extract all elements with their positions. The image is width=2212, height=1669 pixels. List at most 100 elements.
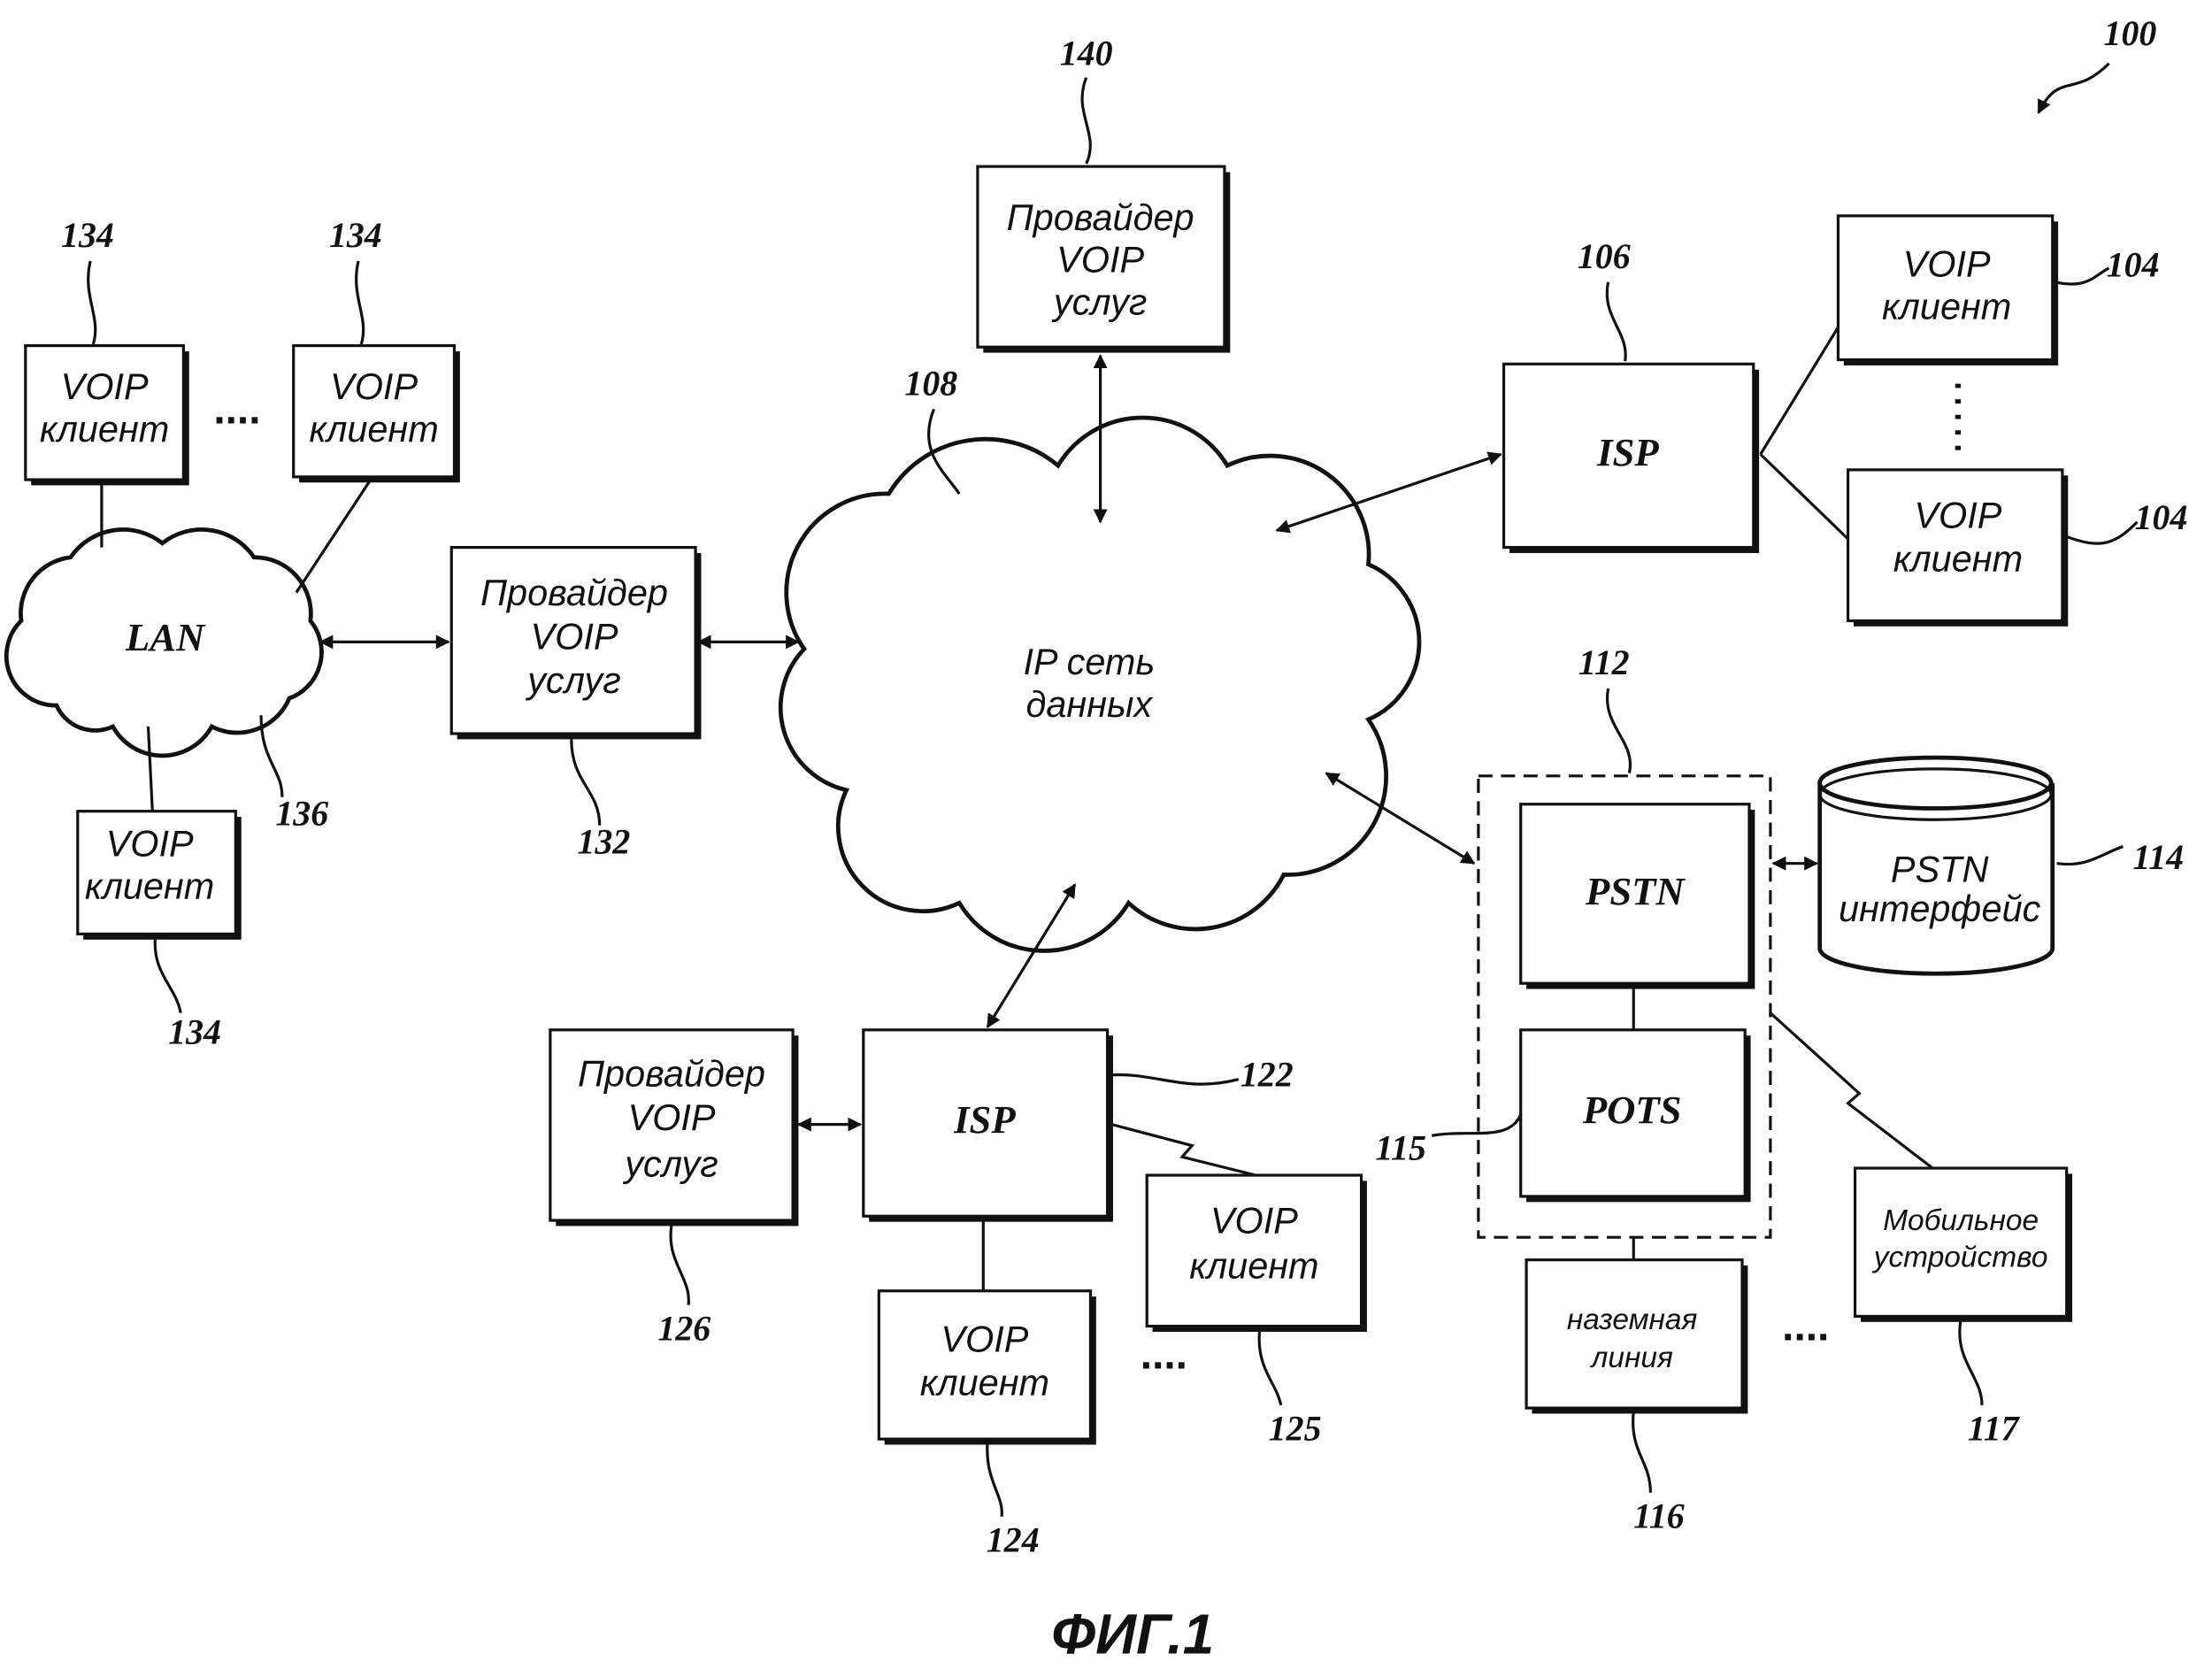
leader [87,260,97,345]
leader [2055,266,2110,286]
ref-122: 122 [1240,1055,1294,1095]
node-label: услуг [525,659,621,701]
leader [1605,281,1627,362]
lan-label: LAN [125,615,206,659]
ref-114: 114 [2133,837,2185,877]
cloud-label: данных [1025,683,1153,725]
voip-client-104-a: VOIP клиент [1836,214,2059,365]
node-label: услуг [1051,281,1148,323]
voip-client-125: VOIP клиент [1145,1173,1367,1332]
voip-provider-126: Провайдер VOIP услуг [549,1028,799,1227]
node-label: интерфейс [1839,888,2041,929]
node-label: POTS [1582,1088,1682,1132]
leader [1632,1411,1652,1493]
leader [2064,520,2139,545]
node-label: VOIP [61,365,149,407]
ref-100: 100 [2104,13,2157,53]
ref-140: 140 [1060,33,1113,73]
link-arrow [1325,772,1476,865]
leader [669,1224,690,1305]
link [295,475,374,594]
ref-136: 136 [275,794,328,834]
leader [355,260,365,345]
voip-client-134-b: VOIP клиент [292,343,460,483]
cloud-label: IP сеть [1024,641,1156,682]
node-label: линия [1589,1342,1673,1374]
voip-provider-140: Провайдер VOIP услуг [976,165,1231,353]
wireless-link [1110,1123,1256,1177]
ref-100-arrow [2037,62,2110,114]
leader [153,938,182,1013]
leader [1605,688,1632,773]
ref-134: 134 [329,215,382,255]
ellipsis: .... [1782,1304,1829,1350]
node-label: клиент [1882,285,2011,327]
node-label: PSTN [1891,848,1989,889]
link [146,726,154,811]
link-arrow [1275,451,1502,534]
node-label: VOIP [1914,494,2001,535]
link [1759,453,1849,541]
leader [986,1442,1003,1518]
leader [1257,1328,1283,1406]
ref-108: 108 [904,363,957,403]
node-label: клиент [1189,1244,1318,1286]
ref-104: 104 [2135,497,2188,537]
ref-126: 126 [657,1309,710,1349]
ref-104: 104 [2107,244,2160,284]
node-label: услуг [622,1143,718,1185]
ref-132: 132 [578,822,631,862]
pots-box: POTS [1519,1028,1751,1203]
leader [1110,1073,1240,1086]
node-label: Мобильное [1883,1204,2039,1237]
node-label: устройство [1872,1242,2048,1274]
node-label: VOIP [330,365,418,407]
node-label: клиент [85,865,214,907]
node-label: VOIP [1056,239,1144,281]
mobile-device-117: Мобильное устройство [1853,1166,2073,1322]
node-label: наземная [1567,1304,1698,1336]
pstn-box: PSTN [1519,803,1755,989]
link [1759,327,1839,456]
voip-client-104-b: VOIP клиент [1846,468,2069,627]
ref-112: 112 [1578,642,1630,682]
ref-116: 116 [1633,1496,1685,1536]
leader [1431,1113,1523,1137]
leader [1080,77,1092,165]
leader [2056,845,2124,866]
ref-106: 106 [1578,236,1631,276]
leader [259,715,284,797]
landline-116: наземная линия [1525,1258,1748,1414]
figure-label: ФИГ.1 [1051,1602,1214,1665]
wireless-link [1769,1011,1934,1170]
node-label: VOIP [106,823,194,865]
lan-cloud [4,527,324,758]
ref-115: 115 [1375,1127,1426,1167]
node-label: VOIP [1903,242,1991,284]
ellipsis: .... [1141,1331,1187,1378]
node-label: клиент [40,408,169,450]
node-label: VOIP [1210,1199,1298,1241]
leader [570,739,602,826]
node-label: PSTN [1585,869,1686,913]
voip-provider-132: Провайдер VOIP услуг [449,545,702,740]
node-label: клиент [1893,538,2023,580]
isp-122: ISP [862,1028,1113,1222]
pstn-interface-114: PSTN интерфейс [1817,755,2055,976]
ref-134: 134 [168,1012,221,1052]
ref-134: 134 [61,215,114,255]
node-label: VOIP [530,615,618,657]
pstn-group-112 [1477,774,1772,1239]
voip-client-134-a: VOIP клиент [24,343,189,486]
node-label: Провайдер [578,1053,765,1095]
voip-client-124: VOIP клиент [877,1289,1096,1445]
node-label: клиент [309,408,438,450]
ref-125: 125 [1269,1409,1322,1449]
node-label: клиент [920,1362,1049,1404]
node-label: VOIP [941,1318,1028,1359]
voip-client-134-c: VOIP клиент [76,810,242,940]
ellipsis: .... [213,386,260,433]
node-label: Провайдер [480,572,668,613]
ref-124: 124 [987,1520,1040,1560]
